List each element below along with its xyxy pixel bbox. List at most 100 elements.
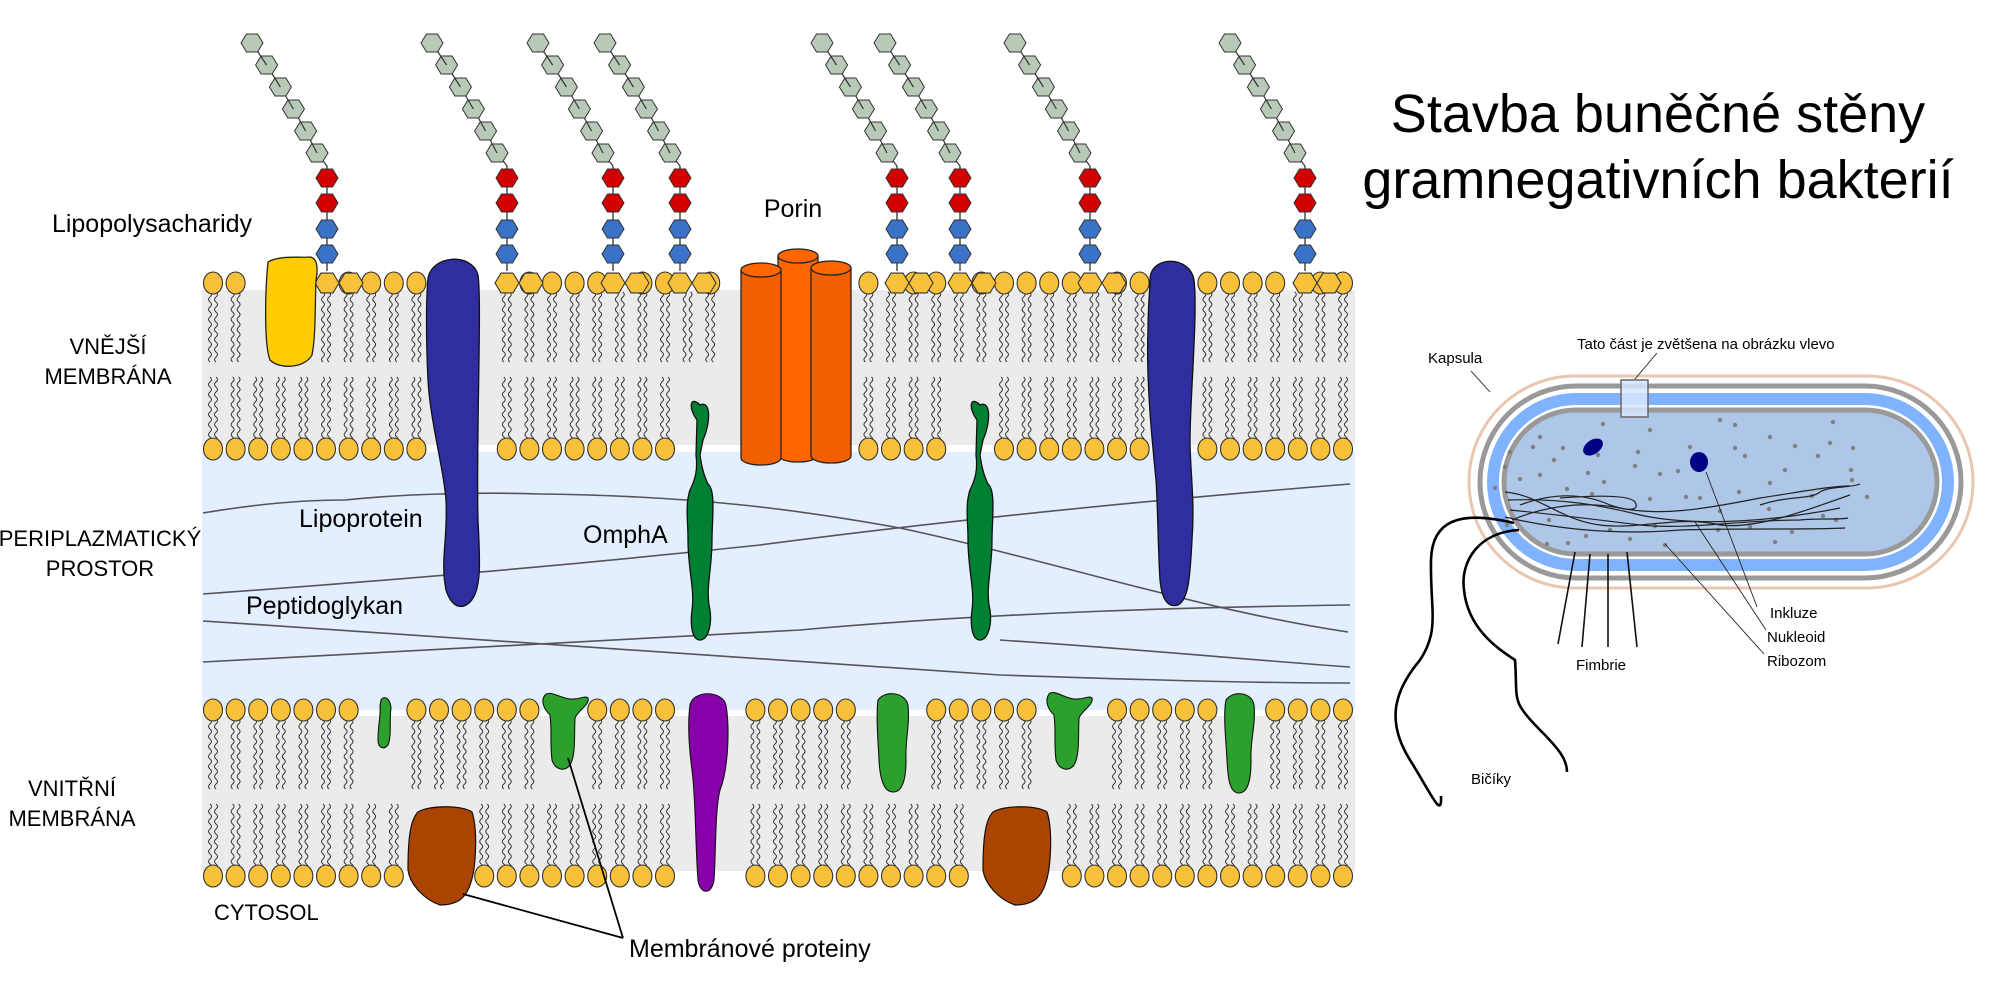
lipid-head — [202, 271, 224, 295]
lipid-tail — [479, 803, 484, 875]
lipid-a-head — [518, 272, 544, 294]
lipid-head — [1084, 864, 1105, 888]
lipid-head — [1061, 864, 1082, 888]
lipid-tail — [1072, 803, 1077, 875]
lipid-tail — [801, 718, 806, 790]
lipid-tail — [937, 718, 942, 790]
lipid-tail — [1044, 291, 1049, 363]
lipid-tail — [592, 803, 597, 875]
lipid-tail — [959, 291, 964, 363]
ribosome-dot — [1546, 517, 1552, 523]
lipid-tail — [840, 803, 845, 875]
lipopolysaccharide-chains — [240, 33, 1317, 271]
lipid-tail — [1231, 291, 1235, 363]
lipid-tail — [773, 718, 777, 790]
bacterium-leader-lines — [1470, 352, 1767, 655]
lipid-tail — [1202, 718, 1207, 790]
lipid-head — [225, 698, 246, 722]
lipid-tail — [1338, 803, 1342, 875]
lipid-head — [858, 864, 879, 888]
lipid-heads — [202, 271, 1354, 888]
lipid-head — [858, 437, 879, 461]
o-antigen-sugar — [1003, 33, 1027, 53]
flagella — [1394, 516, 1569, 807]
lipid-tail — [886, 376, 890, 448]
lipid-tail — [1292, 718, 1297, 790]
ribosome-dot — [1742, 453, 1748, 459]
lipid-tail — [1050, 376, 1055, 448]
lipid-tail — [1095, 803, 1100, 875]
label-periplasm-1: PERIPLAZMATICKÝ — [0, 526, 202, 551]
lipid-head — [564, 437, 585, 461]
yellow-membrane-protein — [264, 256, 318, 367]
lipid-tail — [530, 803, 535, 875]
ribosome-dot — [1789, 529, 1795, 535]
ribosome-dot — [1715, 527, 1721, 533]
lipid-head — [1129, 437, 1150, 461]
lipid-head — [270, 698, 291, 722]
lipid-head — [1039, 437, 1060, 461]
lps-core-sugar — [495, 168, 519, 188]
lipid-head — [1332, 864, 1354, 888]
lipid-head — [519, 864, 540, 888]
lipid-head — [474, 864, 495, 888]
lipid-head — [1332, 698, 1354, 722]
o-antigen-sugar — [526, 33, 550, 53]
lipid-head — [1332, 437, 1354, 461]
lps-core-sugar — [315, 219, 339, 239]
title-line-2: gramnegativních bakterií — [1362, 150, 1953, 210]
lipid-a-head — [338, 272, 364, 294]
lipid-tail — [1270, 718, 1275, 790]
green-membrane-protein — [876, 693, 909, 793]
lipid-tail — [953, 718, 958, 790]
lipid-tail — [982, 291, 987, 363]
lipid-tail — [953, 291, 958, 363]
lipid-head — [315, 864, 337, 888]
lipid-head — [1197, 864, 1218, 888]
ribosome-dot — [1565, 540, 1571, 546]
ompha-protein — [966, 400, 994, 641]
lipid-tail — [779, 718, 783, 790]
ribosome-dot — [1537, 472, 1543, 478]
lipid-tail — [892, 376, 896, 448]
lipid-tail — [637, 718, 642, 790]
membrane-section — [202, 33, 1355, 939]
lipid-head — [903, 864, 924, 888]
lipid-tail — [614, 718, 619, 790]
lipid-head — [1129, 864, 1150, 888]
lipid-tail — [275, 376, 280, 448]
lps-core-sugar — [601, 244, 625, 264]
lipid-tail — [327, 291, 331, 363]
lipid-tail — [372, 376, 377, 448]
lipid-tail — [705, 291, 710, 363]
lipid-tail — [750, 718, 755, 790]
peptidoglycan-strands — [202, 483, 1351, 684]
lipid-tail — [327, 718, 331, 790]
lipid-tail — [643, 803, 648, 875]
lipid-tail — [620, 718, 625, 790]
ribosome-dot — [1717, 417, 1723, 423]
lipid-tail — [388, 803, 393, 875]
lipid-tail — [931, 803, 936, 875]
lipid-tail — [366, 291, 371, 363]
lipid-tail — [349, 803, 354, 875]
lipid-a-head — [1292, 272, 1318, 294]
lipid-tail — [208, 376, 212, 448]
lipid-head — [858, 271, 879, 295]
lipid-a-head — [947, 272, 973, 294]
lipid-head — [1197, 437, 1218, 461]
lipid-head — [587, 698, 608, 722]
lipid-head — [564, 864, 585, 888]
lipid-tail — [1298, 718, 1303, 790]
lipid-head — [225, 864, 246, 888]
lipid-tail — [1321, 376, 1326, 448]
ribosome-dot — [1683, 494, 1689, 500]
lipid-a-head — [624, 272, 650, 294]
ribosome-dot — [1492, 485, 1498, 491]
ribosome-dot — [1530, 444, 1536, 450]
lipid-head — [338, 698, 359, 722]
t-shaped-green-membrane-protein — [542, 692, 589, 770]
lipid-head — [293, 698, 314, 722]
lipid-tail — [976, 291, 981, 363]
lipid-head — [1287, 437, 1308, 461]
